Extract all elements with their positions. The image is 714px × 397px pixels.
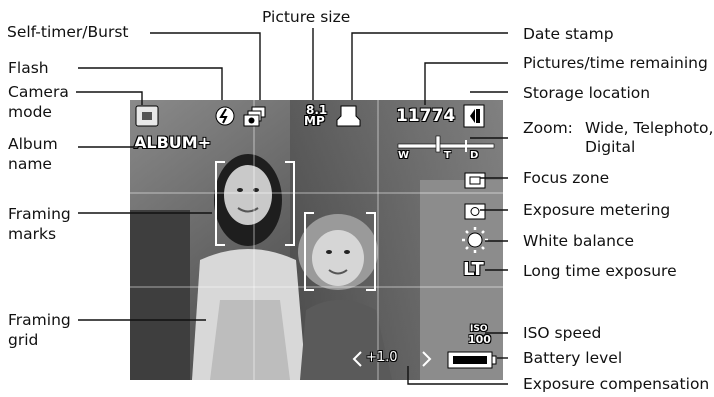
label-flash: Flash (8, 58, 49, 78)
label-exposure-metering: Exposure metering (523, 200, 670, 220)
label-picture-size: Picture size (262, 7, 350, 27)
label-zoom-modes-line1: Wide, Telephoto, (585, 119, 713, 138)
label-iso-speed: ISO speed (523, 323, 601, 343)
label-focus-zone: Focus zone (523, 168, 609, 188)
label-framing-grid: Framing grid (8, 310, 71, 350)
label-date-stamp: Date stamp (523, 24, 614, 44)
label-zoom: Zoom: (523, 118, 573, 138)
label-camera-mode: Camera mode (8, 82, 69, 122)
label-album-name: Album name (8, 134, 58, 174)
label-self-timer-burst: Self-timer/Burst (7, 22, 128, 42)
label-storage-location: Storage location (523, 83, 650, 103)
label-white-balance: White balance (523, 231, 634, 251)
label-pictures-time-remaining: Pictures/time remaining (523, 53, 708, 73)
label-framing-marks: Framing marks (8, 204, 71, 244)
label-exposure-compensation: Exposure compensation (523, 374, 709, 394)
label-zoom-modes-line2: Digital (585, 138, 635, 157)
label-battery-level: Battery level (523, 348, 622, 368)
label-long-time-exposure: Long time exposure (523, 261, 677, 281)
